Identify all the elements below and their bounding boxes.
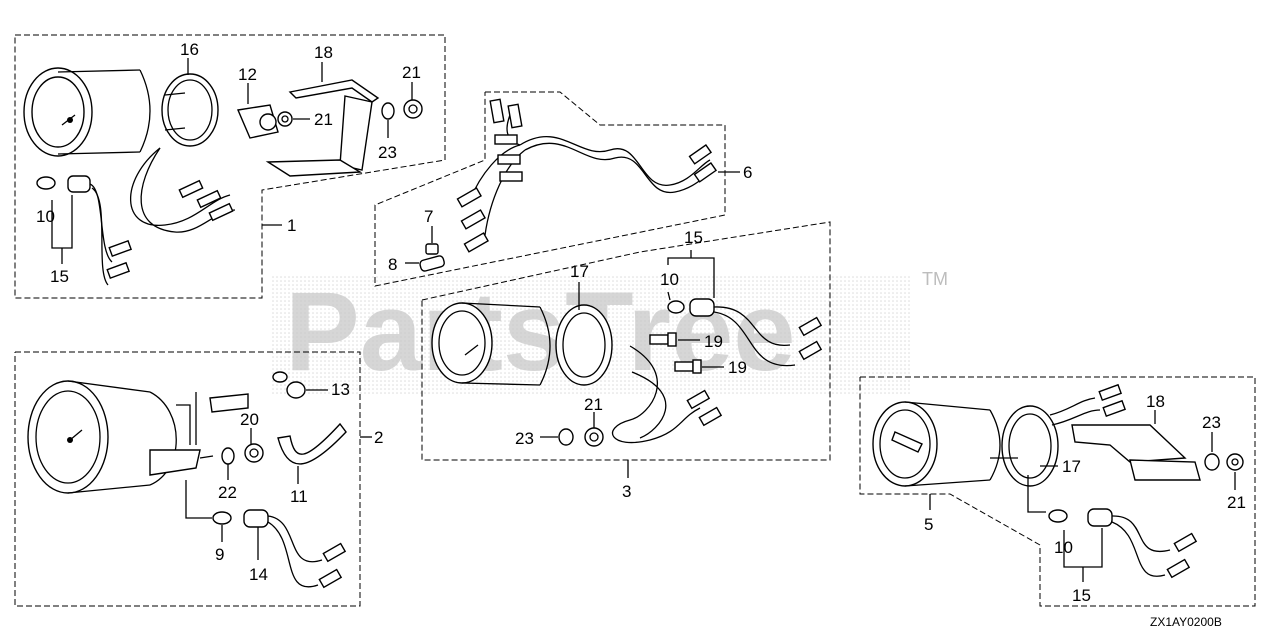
callout-6: 6 — [743, 163, 752, 182]
callout-14: 14 — [249, 565, 268, 584]
socket-15c[interactable] — [1087, 508, 1113, 527]
bulb-10b[interactable] — [667, 300, 685, 314]
clip-13[interactable] — [272, 371, 306, 399]
connector-set-1[interactable] — [178, 179, 234, 222]
callout-10: 10 — [660, 270, 679, 289]
nut-21d[interactable] — [1226, 453, 1244, 471]
callout-3: 3 — [622, 482, 631, 501]
ring-17a[interactable] — [555, 304, 613, 386]
callout-10: 10 — [36, 207, 55, 226]
callout-20: 20 — [240, 410, 259, 429]
hose-elbow[interactable] — [209, 393, 249, 413]
group-6-harness: 7 8 6 — [374, 91, 752, 287]
gauge-unit-5[interactable] — [872, 401, 1001, 487]
callout-15: 15 — [1072, 586, 1091, 605]
group-5-gauge: 18 23 17 21 5 10 15 — [859, 376, 1256, 607]
callout-21: 21 — [584, 395, 603, 414]
watermark-text: PartsTree — [285, 269, 796, 394]
callout-22: 22 — [218, 483, 237, 502]
callout-12: 12 — [238, 65, 257, 84]
callout-21: 21 — [1227, 493, 1246, 512]
callout-19: 19 — [728, 358, 747, 377]
washer-23a[interactable] — [381, 102, 395, 120]
watermark-trademark: TM — [922, 269, 948, 289]
socket-15a[interactable] — [67, 175, 91, 193]
ring-16[interactable] — [161, 73, 219, 147]
callout-18: 18 — [314, 43, 333, 62]
callout-23: 23 — [378, 143, 397, 162]
nut-21a[interactable] — [277, 111, 293, 127]
gauge-unit-2[interactable] — [27, 380, 214, 494]
washer-22[interactable] — [221, 447, 235, 465]
bracket-18b[interactable] — [1071, 424, 1201, 481]
gauge-unit-16[interactable] — [23, 67, 151, 157]
cap-7[interactable] — [425, 243, 439, 255]
callout-23: 23 — [1202, 413, 1221, 432]
diagram-code: ZX1AY0200B — [1150, 615, 1222, 629]
callout-2: 2 — [374, 428, 383, 447]
ring-17b[interactable] — [1001, 405, 1059, 487]
callout-15: 15 — [684, 228, 703, 247]
sleeve-8[interactable] — [419, 255, 445, 272]
nut-20[interactable] — [244, 443, 264, 463]
bracket-18[interactable] — [265, 79, 380, 177]
callout-21: 21 — [314, 110, 333, 129]
callout-15: 15 — [50, 267, 69, 286]
screw-19a[interactable] — [649, 332, 677, 347]
socket-14[interactable] — [243, 509, 269, 528]
callout-16: 16 — [180, 40, 199, 59]
callout-1: 1 — [287, 216, 296, 235]
bulb-10a[interactable] — [36, 176, 56, 190]
bulb-10c[interactable] — [1048, 509, 1068, 523]
washer-23c[interactable] — [1204, 453, 1220, 471]
group-1-tachometer: 16 18 12 21 21 23 10 15 1 — [14, 34, 446, 299]
clamp-12[interactable] — [237, 104, 279, 139]
washer-23b[interactable] — [558, 428, 574, 446]
callout-7: 7 — [424, 207, 433, 226]
gauge-unit-3[interactable] — [431, 302, 551, 386]
bulb-9[interactable] — [212, 511, 232, 525]
callout-18: 18 — [1146, 392, 1165, 411]
callout-23: 23 — [515, 429, 534, 448]
group-3-gauge: 15 10 17 19 19 21 23 3 — [421, 221, 831, 501]
nut-21c[interactable] — [584, 427, 604, 447]
hose-11[interactable] — [277, 422, 347, 465]
screw-19b[interactable] — [674, 359, 702, 374]
callout-13: 13 — [331, 380, 350, 399]
callout-11: 11 — [290, 487, 308, 506]
callout-21: 21 — [402, 63, 421, 82]
nut-21b[interactable] — [403, 99, 423, 119]
callout-10: 10 — [1054, 538, 1073, 557]
callout-9: 9 — [215, 545, 224, 564]
callout-19: 19 — [704, 332, 723, 351]
socket-15b[interactable] — [689, 298, 715, 317]
group-2-gauge: 13 20 22 11 2 9 14 — [14, 351, 383, 607]
callout-8: 8 — [388, 255, 397, 274]
callout-17: 17 — [1062, 457, 1081, 476]
connector-set-6[interactable] — [456, 98, 718, 253]
callout-5: 5 — [924, 515, 933, 534]
callout-17: 17 — [570, 262, 589, 281]
